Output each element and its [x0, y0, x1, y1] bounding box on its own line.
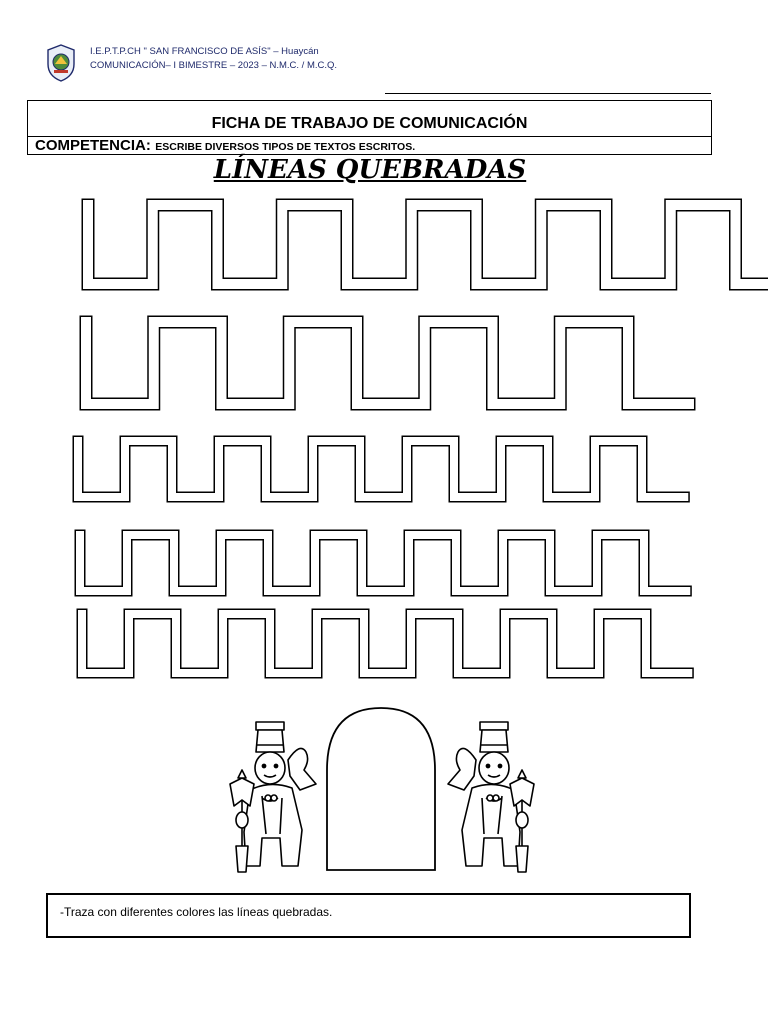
name-line — [385, 93, 711, 94]
school-crest-icon — [47, 44, 75, 82]
broken-line-4-trace-path — [76, 531, 691, 595]
instruction-text: -Traza con diferentes colores las líneas… — [60, 905, 333, 919]
page-title: LÍNEAS QUEBRADAS — [213, 155, 527, 185]
worksheet-header: FICHA DE TRABAJO DE COMUNICACIÓN COMPETE… — [27, 100, 712, 155]
school-name: I.E.P.T.P.CH " SAN FRANCISCO DE ASÍS" – … — [90, 46, 319, 57]
broken-line-2-outline — [79, 315, 696, 411]
soldier-right-icon — [447, 721, 535, 873]
competencia-row: COMPETENCIA: ESCRIBE DIVERSOS TIPOS DE T… — [35, 137, 415, 155]
arched-door-icon — [326, 707, 436, 871]
header-divider — [28, 136, 711, 137]
illustration — [229, 707, 535, 873]
broken-lines-group — [72, 198, 768, 679]
broken-line-3-trace-path — [74, 437, 689, 501]
broken-line-1-trace-path — [83, 200, 768, 289]
broken-line-5-trace-path — [78, 610, 693, 677]
broken-line-2-trace-path — [81, 317, 694, 409]
instruction-box: -Traza con diferentes colores las líneas… — [46, 893, 691, 938]
competencia-label: COMPETENCIA: — [35, 137, 151, 154]
course-line: COMUNICACIÓN– I BIMESTRE – 2023 – N.M.C.… — [90, 60, 338, 71]
worksheet-title: FICHA DE TRABAJO DE COMUNICACIÓN — [211, 115, 528, 132]
soldier-left-icon — [229, 721, 317, 873]
competencia-text: ESCRIBE DIVERSOS TIPOS DE TEXTOS ESCRITO… — [155, 141, 416, 153]
